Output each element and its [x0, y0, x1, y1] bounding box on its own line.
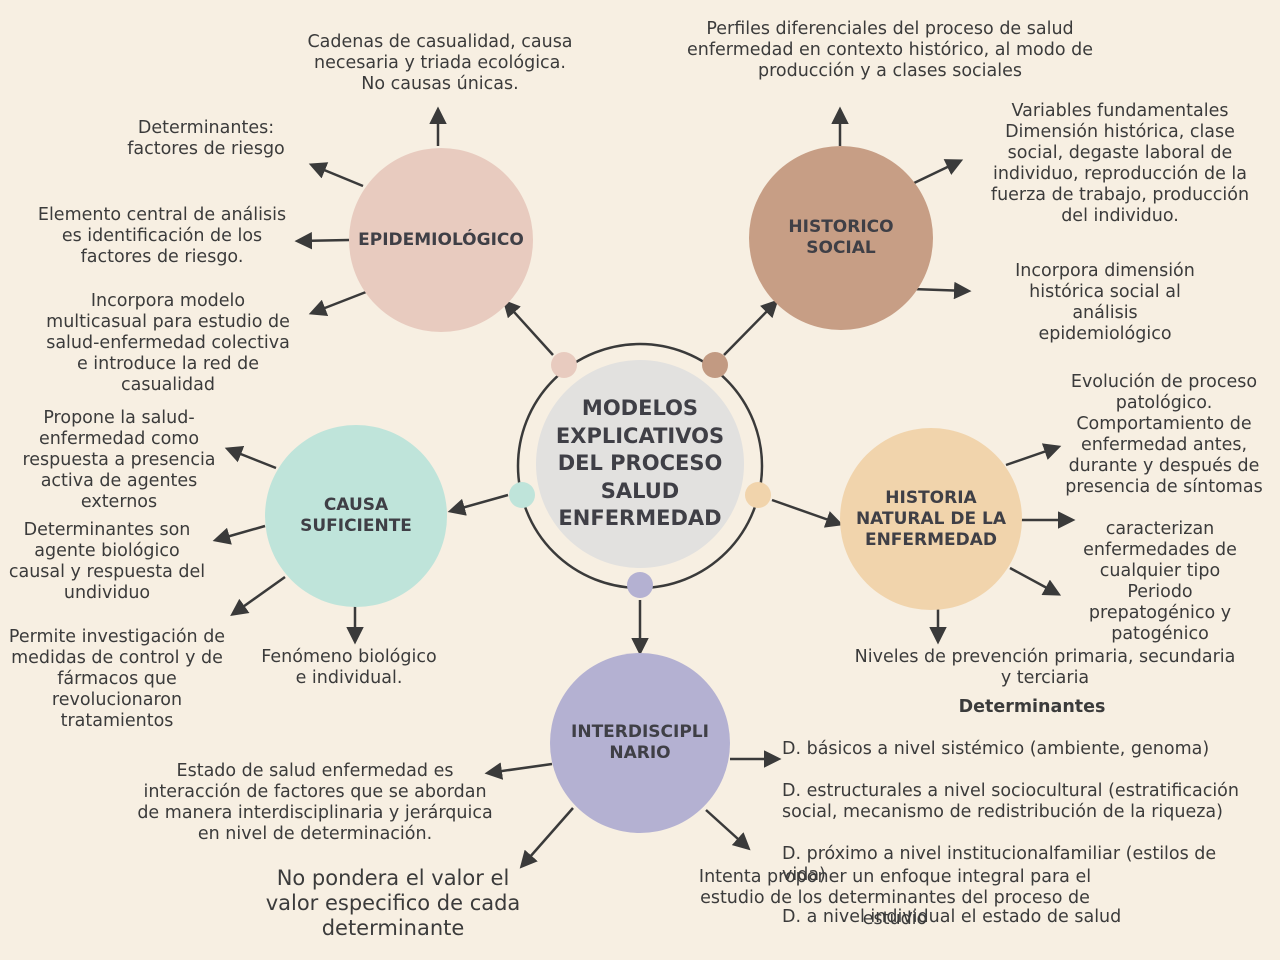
arrow-causa-1 [224, 446, 277, 470]
hn-text-evolucion: Evolución de proceso patológico. Comport… [1065, 372, 1263, 497]
hn-text-niveles: Niveles de prevención primaria, secundar… [854, 647, 1236, 688]
dot-epidemiologico [551, 352, 577, 378]
hn-text-caracterizan: caracterizan enfermedades de cualquier t… [1083, 519, 1237, 644]
center-circle: MODELOS EXPLICATIVOS DEL PROCESO SALUD E… [536, 360, 744, 568]
epi-text-multicasual: Incorpora modelo multicasual para estudi… [46, 291, 290, 395]
arrow-center-epidemiologico [502, 299, 554, 356]
arrow-center-historico [723, 299, 779, 356]
arrow-epi-3 [294, 231, 350, 250]
epi-text-elemento-central: Elemento central de análisis es identifi… [37, 205, 287, 267]
arrow-inter-2 [484, 762, 553, 780]
center-title: MODELOS EXPLICATIVOS DEL PROCESO SALUD E… [555, 396, 725, 531]
hist-text-variables: Variables fundamentales Dimensión histór… [990, 101, 1250, 226]
node-interdisciplinario-title: INTERDISCIPLI NARIO [571, 722, 709, 763]
node-epidemiologico-title: EPIDEMIOLÓGICO [358, 229, 524, 250]
node-causa-title: CAUSA SUFICIENTE [300, 495, 412, 536]
arrow-center-historia [771, 498, 844, 528]
node-historia-natural-title: HISTORIA NATURAL DE LA ENFERMEDAD [855, 487, 1007, 550]
dot-interdisciplinario [627, 572, 653, 598]
inter-determinantes-title: Determinantes [958, 697, 1106, 717]
causa-text-propone: Propone la salud- enfermedad como respue… [22, 408, 216, 512]
node-causa: CAUSA SUFICIENTE [265, 425, 447, 607]
epi-text-causalidad: Cadenas de casualidad, causa necesaria y… [307, 32, 573, 94]
arrow-hn-3 [1009, 566, 1062, 596]
arrow-epi-2 [308, 162, 364, 188]
inter-determinante-item: D. básicos a nivel sistémico (ambiente, … [782, 739, 1210, 759]
arrow-inter-3 [519, 807, 574, 869]
node-historico: HISTORICO SOCIAL [749, 146, 933, 330]
inter-determinantes-list: D. básicos a nivel sistémico (ambiente, … [782, 718, 1276, 949]
inter-determinante-item: D. a nivel individual el estado de salud [782, 907, 1122, 927]
arrow-inter-4 [705, 809, 751, 851]
hist-text-perfiles: Perfiles diferenciales del proceso de sa… [687, 19, 1093, 81]
causa-text-permite: Permite investigación de medidas de cont… [8, 627, 226, 731]
inter-determinante-item: D. próximo a nivel institucionalfamiliar… [782, 844, 1217, 885]
dot-historia-natural [745, 482, 771, 508]
node-epidemiologico: EPIDEMIOLÓGICO [349, 148, 533, 332]
arrow-hist-3 [911, 281, 972, 300]
node-interdisciplinario: INTERDISCIPLI NARIO [550, 653, 730, 833]
arrow-causa-3 [230, 575, 286, 617]
arrow-hn-1 [1005, 443, 1062, 467]
arrow-causa-2 [212, 524, 266, 545]
inter-determinante-item: D. estructurales a nivel sociocultural (… [782, 781, 1239, 822]
inter-text-estado: Estado de salud enfermedad es interacció… [137, 761, 493, 844]
arrow-hist-2 [911, 159, 964, 186]
inter-text-intenta: Intenta proponer un enfoque integral par… [698, 867, 1092, 929]
arrow-epi-4 [308, 290, 367, 317]
dot-historico [702, 352, 728, 378]
causa-text-fenomeno: Fenómeno biológico e individual. [261, 647, 437, 688]
inter-text-no-pondera: No pondera el valor el valor especifico … [265, 866, 521, 940]
node-historico-title: HISTORICO SOCIAL [788, 217, 894, 258]
epi-text-determinantes: Determinantes: factores de riesgo [127, 118, 285, 159]
hist-text-dimension: Incorpora dimensión histórica social al … [1015, 261, 1195, 344]
arrow-center-causa [447, 493, 509, 516]
node-historia-natural: HISTORIA NATURAL DE LA ENFERMEDAD [840, 428, 1022, 610]
causa-text-determinantes: Determinantes son agente biológico causa… [8, 520, 206, 603]
dot-causa [509, 482, 535, 508]
